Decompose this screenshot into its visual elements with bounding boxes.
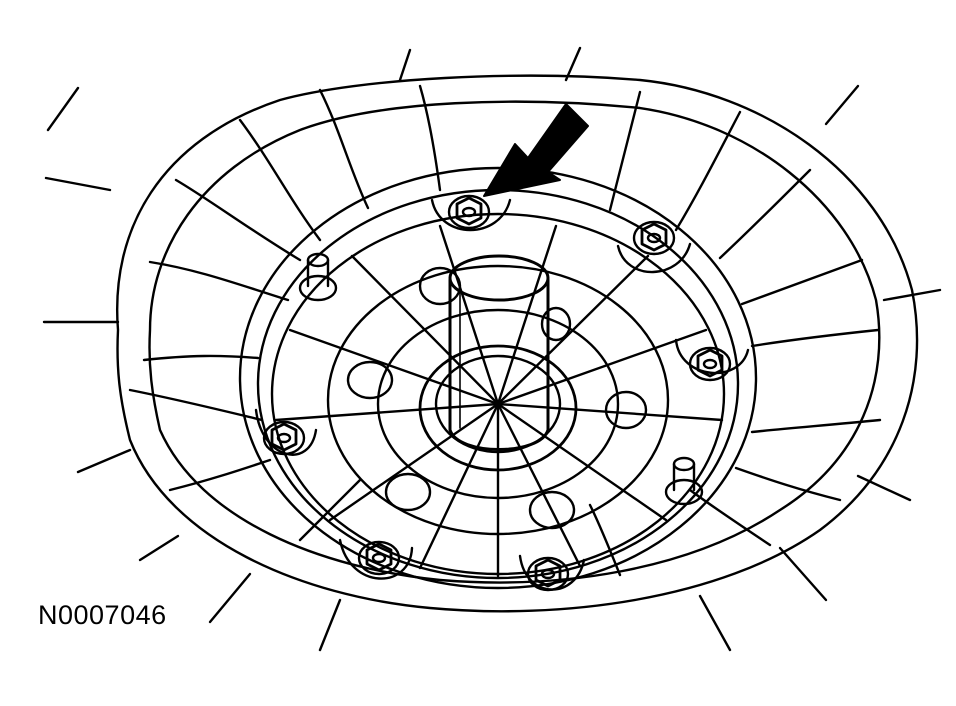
input-shaft xyxy=(418,254,578,472)
blade-inner xyxy=(174,178,302,262)
converter-shell xyxy=(42,46,942,652)
arrow-shape xyxy=(483,103,589,197)
blade-inner xyxy=(318,88,370,210)
port-hole xyxy=(604,390,648,430)
bolt-boss xyxy=(338,538,414,580)
blade-inner xyxy=(298,478,362,542)
blade-outer xyxy=(138,534,180,562)
port-hole xyxy=(346,360,394,400)
blade-inner xyxy=(148,260,290,302)
pump-body xyxy=(238,166,758,591)
port-hole xyxy=(418,266,462,306)
figure-reference-code: N0007046 xyxy=(38,600,167,630)
shaft-body xyxy=(448,278,550,451)
blade-outer xyxy=(824,84,860,126)
blade-outer xyxy=(76,448,132,474)
blade-outer xyxy=(856,474,912,502)
blade-outer xyxy=(698,594,732,652)
blade-inner xyxy=(674,110,742,232)
guide-stud-icon xyxy=(298,252,338,302)
bolt-boss xyxy=(430,198,512,232)
blade-inner xyxy=(718,168,812,260)
hex-bolt-icon xyxy=(526,556,570,592)
pump-body-outer-ring xyxy=(238,166,758,590)
port-hole xyxy=(540,306,572,342)
rib xyxy=(496,402,668,522)
outer-shell-arc xyxy=(116,74,919,613)
blade-outer xyxy=(564,46,582,82)
blade-inner xyxy=(734,466,842,502)
port-hole xyxy=(528,490,576,530)
blade-outer xyxy=(44,176,112,192)
blade-inner xyxy=(128,388,264,422)
blade-inner xyxy=(740,258,864,306)
hub-collar-outer xyxy=(418,344,578,472)
hex-bolt-icon xyxy=(447,194,491,230)
rib xyxy=(350,254,500,406)
hex-bolt-icon xyxy=(262,420,306,456)
rib xyxy=(328,402,500,522)
hex-bolts xyxy=(262,194,732,592)
rib xyxy=(496,328,708,406)
blade-inner xyxy=(238,118,322,242)
hex-bolt-icon xyxy=(688,346,732,382)
hex-bolt-icon xyxy=(632,220,676,256)
shaft-end xyxy=(448,254,550,302)
callout-arrow xyxy=(483,103,589,197)
blade-outer xyxy=(208,572,252,624)
rib xyxy=(418,402,500,570)
blade-inner xyxy=(608,90,642,212)
bolt-boss xyxy=(674,338,750,375)
hex-bolt-icon xyxy=(357,540,401,576)
blade-inner xyxy=(750,418,882,434)
blade-outer xyxy=(778,546,828,602)
blade-inner xyxy=(142,354,260,362)
port-hole xyxy=(384,472,432,512)
rib xyxy=(496,224,558,406)
guide-studs xyxy=(298,252,704,506)
bolt-boss xyxy=(616,242,692,274)
blade-inner xyxy=(750,328,880,348)
rib xyxy=(496,254,650,406)
blade-outer xyxy=(46,86,80,132)
blade-inner xyxy=(418,84,442,192)
rib xyxy=(496,402,724,422)
guide-stud-icon xyxy=(664,456,704,506)
hub-collar-inner xyxy=(434,354,562,454)
rib xyxy=(274,402,500,422)
blade-inner xyxy=(168,458,272,492)
blade-outer xyxy=(882,288,942,302)
blade-outer xyxy=(398,48,412,82)
rib xyxy=(288,328,500,406)
rib xyxy=(438,224,500,406)
inner-shell-arc xyxy=(148,100,881,584)
blade-outer xyxy=(318,598,342,652)
rib xyxy=(496,402,582,568)
